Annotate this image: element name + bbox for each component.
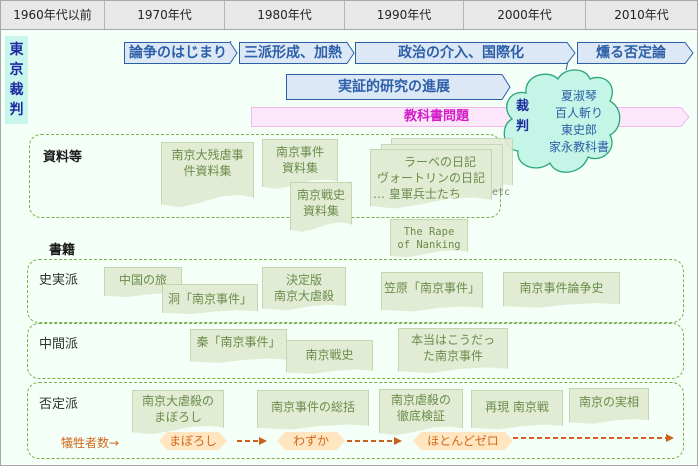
- doc-line: 秦「南京事件」: [196, 335, 281, 349]
- doc-line: 南京大残虐事: [171, 148, 244, 162]
- decade-cell: 1960年代以前: [1, 1, 105, 29]
- doc-line: 南京事件の総括: [270, 400, 355, 414]
- cloud-shape: [503, 63, 621, 173]
- decade-cell: 2000年代: [464, 1, 586, 29]
- doc-line: 南京戦史: [296, 188, 345, 202]
- doc-line: 南京大虐殺の: [141, 394, 214, 408]
- phase-label: 三派形成、加熱: [244, 45, 342, 61]
- doc-line: of Nanking: [397, 239, 461, 251]
- doc-line: 中国の旅: [118, 273, 167, 287]
- school-group-historical: [27, 259, 684, 323]
- doc-line: 南京の実相: [578, 395, 639, 409]
- phase-label: 政治の介入、国際化: [398, 45, 524, 61]
- doc-line: 本当はこうだっ: [410, 333, 495, 347]
- trials-cloud: 裁判 夏淑琴 百人斬り 東史郎 家永教科書: [496, 63, 626, 181]
- document-card: 南京の実相: [569, 388, 649, 424]
- document-card: 洞「南京事件」: [162, 284, 258, 315]
- doc-line: た南京事件: [422, 349, 483, 363]
- document-card: 秦「南京事件」: [190, 329, 287, 363]
- arrow-head-icon: [259, 437, 267, 445]
- phase-arrow: 実証的研究の進展: [286, 73, 511, 100]
- phase-arrow: 論争のはじまり: [124, 41, 238, 65]
- timeline-header: 1960年代以前 1970年代 1980年代 1990年代 2000年代 201…: [1, 1, 697, 30]
- doc-line: 洞「南京事件」: [167, 292, 252, 306]
- doc-line: 南京事件: [275, 145, 324, 159]
- etc-label: etc: [492, 187, 511, 198]
- doc-line: The Rape: [403, 226, 455, 238]
- doc-line: 南京戦史: [305, 348, 354, 362]
- phase-label: 実証的研究の進展: [338, 79, 450, 95]
- document-card: 南京事件の総括: [257, 390, 369, 430]
- doc-line: … 皇軍兵士たち: [373, 187, 461, 201]
- doc-line: 南京大虐殺: [273, 289, 334, 303]
- trial-item: 家永教科書: [548, 140, 609, 154]
- trial-item: 東史郎: [560, 123, 597, 137]
- trial-item: 夏淑琴: [560, 89, 597, 103]
- doc-line: 南京虐殺の: [390, 393, 451, 407]
- doc-line: 南京事件論争史: [519, 281, 604, 295]
- decade-cell: 1990年代: [345, 1, 464, 29]
- document-card: 南京事件 資料集: [262, 139, 338, 189]
- document-card: 本当はこうだっ た南京事件: [398, 328, 508, 374]
- tokyo-trial-label: 東京裁判: [5, 36, 28, 124]
- school-label: 否定派: [39, 397, 79, 412]
- document-card: 再現 南京戦: [471, 390, 563, 430]
- doc-line: 笠原「南京事件」: [383, 281, 480, 295]
- decade-cell: 1970年代: [105, 1, 225, 29]
- doc-line: ラーベの日記: [403, 155, 476, 169]
- arrow-head-icon: [394, 437, 402, 445]
- books-label: 書籍: [49, 243, 76, 258]
- document-card: ラーベの日記 ヴォートリンの日記 … 皇軍兵士たち: [370, 149, 492, 209]
- phase-arrow: 燻る否定論: [577, 41, 694, 65]
- victim-stage: ほとんどゼロ: [413, 432, 513, 450]
- document-card: 決定版 南京大虐殺: [262, 267, 346, 311]
- victim-stage: わずか: [277, 432, 345, 450]
- textbook-issue-label: 教科書問題: [403, 109, 469, 124]
- victim-stage: まぼろし: [159, 432, 227, 450]
- arrow-head-icon: [666, 434, 674, 442]
- school-label: 史実派: [39, 273, 79, 288]
- doc-line: ヴォートリンの日記: [376, 171, 485, 185]
- document-card: 笠原「南京事件」: [381, 272, 483, 312]
- doc-line: 再現 南京戦: [485, 400, 549, 414]
- decade-cell: 2010年代: [614, 8, 669, 22]
- phase-label: 燻る否定論: [596, 45, 666, 61]
- doc-line: 資料集: [281, 161, 318, 175]
- document-card: 南京戦史: [286, 340, 373, 374]
- phase-arrow: 政治の介入、国際化: [355, 41, 576, 65]
- doc-line: 資料集: [302, 204, 339, 218]
- school-label: 中間派: [39, 337, 79, 352]
- trials-list: 夏淑琴 百人斬り 東史郎 家永教科書: [536, 88, 622, 156]
- trial-item: 百人斬り: [554, 106, 603, 120]
- materials-label: 資料等: [43, 150, 83, 165]
- victim-count-label: 犠牲者数→: [61, 436, 120, 450]
- doc-line: 徹底検証: [396, 409, 445, 423]
- trials-side-label: 裁判: [516, 99, 530, 134]
- decade-cell: 1980年代: [225, 1, 345, 29]
- document-card: 南京事件論争史: [503, 272, 620, 308]
- doc-line: 決定版: [285, 273, 322, 287]
- school-group-denial: [27, 382, 684, 459]
- phase-label: 論争のはじまり: [129, 45, 227, 61]
- doc-line: 件資料集: [183, 164, 232, 178]
- tokyo-trial-text: 東京裁判: [9, 42, 24, 118]
- document-card: The Rape of Nanking: [390, 219, 468, 258]
- document-card: 南京大虐殺の まぼろし: [132, 390, 224, 435]
- school-group-middle: [27, 323, 684, 379]
- doc-line: まぼろし: [153, 410, 202, 424]
- phase-arrow: 三派形成、加熱: [239, 41, 355, 65]
